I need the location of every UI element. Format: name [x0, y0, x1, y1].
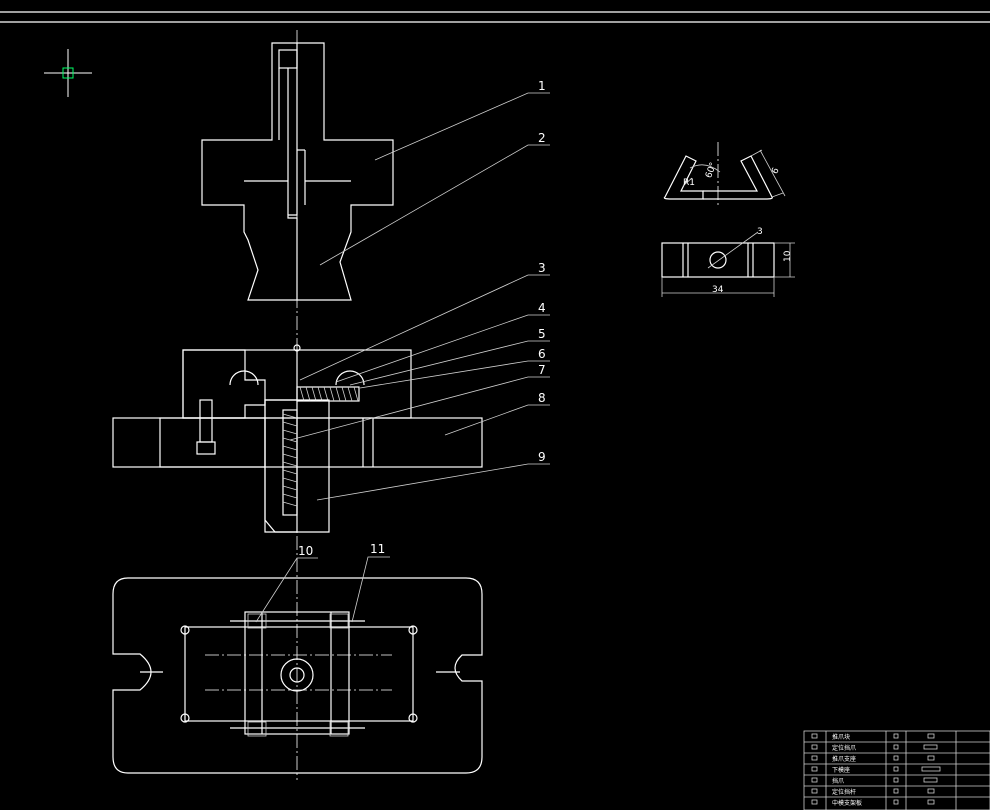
balloon-5: 5 — [538, 327, 546, 341]
leader-lines — [255, 92, 550, 623]
title-row-3: 推爪支座 — [832, 755, 856, 763]
drawing-frame — [0, 11, 990, 23]
title-row-1: 推爪块 — [832, 733, 850, 741]
balloon-3: 3 — [538, 261, 546, 275]
crosshair-cursor-icon — [44, 49, 92, 97]
balloon-8: 8 — [538, 391, 546, 405]
title-row-5: 挡爪 — [832, 777, 844, 785]
balloon-10: 10 — [298, 544, 313, 558]
title-row-7: 中模支架板 — [832, 799, 862, 807]
balloon-6: 6 — [538, 347, 546, 361]
part-front-view — [663, 142, 786, 205]
balloon-11: 11 — [370, 542, 385, 556]
balloon-1: 1 — [538, 79, 546, 93]
dim-height-label: 10 — [783, 250, 793, 262]
dim-length-label: 34 — [712, 285, 724, 295]
upper-punch-section — [201, 42, 394, 301]
balloon-9: 9 — [538, 450, 546, 464]
balloon-7: 7 — [538, 363, 546, 377]
title-block — [803, 730, 990, 810]
dim-angle-label: 60° — [704, 161, 719, 179]
dim-edge-label: 6 — [770, 166, 782, 176]
dim-hole-label: 3 — [757, 227, 763, 237]
balloon-2: 2 — [538, 131, 546, 145]
dim-radius-label: R1 — [683, 178, 695, 188]
title-row-4: 下模座 — [832, 766, 850, 774]
title-block-symbols — [811, 733, 941, 805]
title-row-2: 定位挡爪 — [832, 744, 856, 752]
plan-view — [112, 577, 483, 774]
die-section — [112, 344, 483, 533]
balloon-4: 4 — [538, 301, 546, 315]
title-row-6: 定位挡杆 — [832, 788, 856, 796]
part-top-view — [661, 231, 795, 297]
